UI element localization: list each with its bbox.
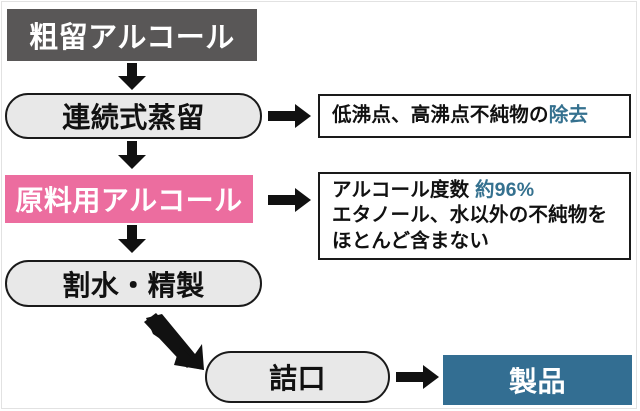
node-continuous-distillation[interactable]: 連続式蒸留 bbox=[5, 93, 262, 139]
callout-alcohol-spec: アルコール度数 約96% エタノール、水以外の不純物を ほとんど含まない bbox=[318, 172, 631, 260]
node-bottling[interactable]: 詰口 bbox=[205, 351, 390, 403]
callout-alcohol-spec-line-2: エタノール、水以外の不純物を bbox=[332, 204, 608, 227]
arrow-raw-alcohol-to-spec-icon bbox=[268, 188, 312, 213]
callout-alcohol-degree-value: 約96% bbox=[474, 178, 535, 201]
arrow-distillation-to-impurity-icon bbox=[268, 104, 312, 129]
node-crude-alcohol[interactable]: 粗留アルコール bbox=[7, 9, 257, 61]
callout-alcohol-spec-line-1: アルコール度数 約96% bbox=[332, 178, 619, 203]
node-product[interactable]: 製品 bbox=[443, 355, 632, 405]
node-raw-material-alcohol[interactable]: 原料用アルコール bbox=[5, 175, 253, 223]
node-bottling-label: 詰口 bbox=[268, 363, 326, 394]
arrow-dilution-to-bottling-icon bbox=[140, 312, 210, 374]
node-continuous-distillation-label: 連続式蒸留 bbox=[62, 102, 205, 133]
node-dilution-refining[interactable]: 割水・精製 bbox=[5, 260, 262, 307]
callout-impurity-removal-line-1: 低沸点、高沸点不純物の除去 bbox=[332, 103, 619, 128]
arrow-raw-alcohol-to-dilution-icon bbox=[117, 225, 147, 254]
node-crude-alcohol-label: 粗留アルコール bbox=[29, 22, 235, 54]
node-raw-material-alcohol-label: 原料用アルコール bbox=[15, 185, 243, 216]
callout-impurity-accent-text: 除去 bbox=[548, 104, 589, 127]
callout-impurity-removal: 低沸点、高沸点不純物の除去 bbox=[318, 94, 631, 138]
callout-impurity-plain-text: 低沸点、高沸点不純物の bbox=[332, 104, 549, 127]
arrow-bottling-to-product-icon bbox=[396, 365, 440, 390]
arrow-crude-to-distillation-icon bbox=[117, 63, 147, 91]
node-product-label: 製品 bbox=[508, 366, 566, 397]
arrow-distillation-to-raw-alcohol-icon bbox=[117, 141, 147, 170]
node-dilution-refining-label: 割水・精製 bbox=[62, 269, 205, 301]
callout-alcohol-spec-line-3: ほとんど含まない bbox=[332, 229, 490, 252]
callout-alcohol-degree-label: アルコール度数 bbox=[332, 178, 475, 201]
